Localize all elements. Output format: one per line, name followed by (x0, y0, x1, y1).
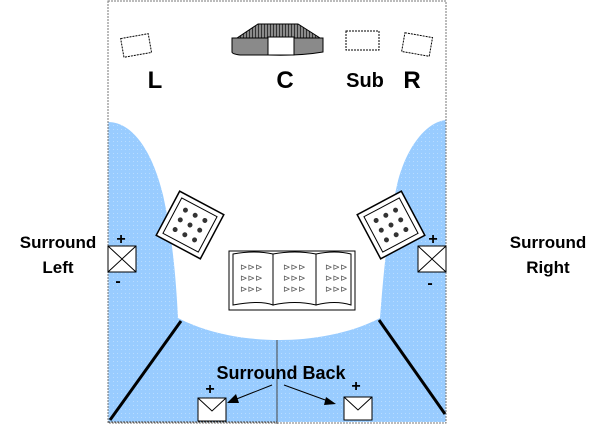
center-speaker-icon (231, 23, 324, 56)
left-rear-wall (108, 320, 183, 421)
label-surround-right-2: Right (526, 258, 570, 277)
surround-back-arrows (227, 384, 336, 405)
svg-text:⊳⊳⊳: ⊳⊳⊳ (325, 263, 348, 273)
surround-back-right-plus: + (351, 378, 360, 395)
svg-text:⊳⊳⊳: ⊳⊳⊳ (283, 263, 306, 273)
surround-back-left-plus: + (205, 381, 214, 398)
svg-text:⊳⊳⊳: ⊳⊳⊳ (325, 285, 348, 295)
svg-text:⊳⊳⊳: ⊳⊳⊳ (240, 285, 263, 295)
svg-text:⊳⊳⊳: ⊳⊳⊳ (325, 274, 348, 284)
surround-left-minus: - (115, 273, 120, 290)
right-chair-icon (356, 190, 426, 260)
sofa-icon: ⊳⊳⊳⊳⊳⊳⊳⊳⊳ ⊳⊳⊳⊳⊳⊳⊳⊳⊳ ⊳⊳⊳⊳⊳⊳⊳⊳⊳ (228, 250, 356, 311)
surround-left-plus: + (116, 231, 125, 248)
label-sub: Sub (346, 70, 384, 92)
label-surround-back: Surround Back (216, 363, 346, 383)
label-surround-left-1: Surround (20, 233, 97, 252)
svg-text:⊳⊳⊳: ⊳⊳⊳ (240, 263, 263, 273)
right-rear-wall (377, 319, 447, 415)
label-left: L (148, 67, 163, 94)
left-chair-icon (155, 190, 225, 260)
svg-text:⊳⊳⊳: ⊳⊳⊳ (283, 274, 306, 284)
label-center: C (276, 67, 293, 94)
label-right: R (403, 67, 420, 94)
left-speaker-icon (120, 33, 153, 58)
surround-back-right-speaker-icon (343, 396, 373, 421)
svg-text:⊳⊳⊳: ⊳⊳⊳ (283, 285, 306, 295)
subwoofer-icon (345, 30, 380, 51)
svg-text:⊳⊳⊳: ⊳⊳⊳ (240, 274, 263, 284)
surround-right-minus: - (427, 275, 432, 292)
surround-right-plus: + (428, 231, 437, 248)
right-speaker-icon (401, 32, 434, 57)
surround-back-left-speaker-icon (197, 397, 227, 422)
label-surround-left-2: Left (42, 258, 74, 277)
label-surround-right-1: Surround (510, 233, 587, 252)
surround-right-speaker-icon (417, 245, 447, 273)
surround-left-speaker-icon (107, 245, 137, 273)
